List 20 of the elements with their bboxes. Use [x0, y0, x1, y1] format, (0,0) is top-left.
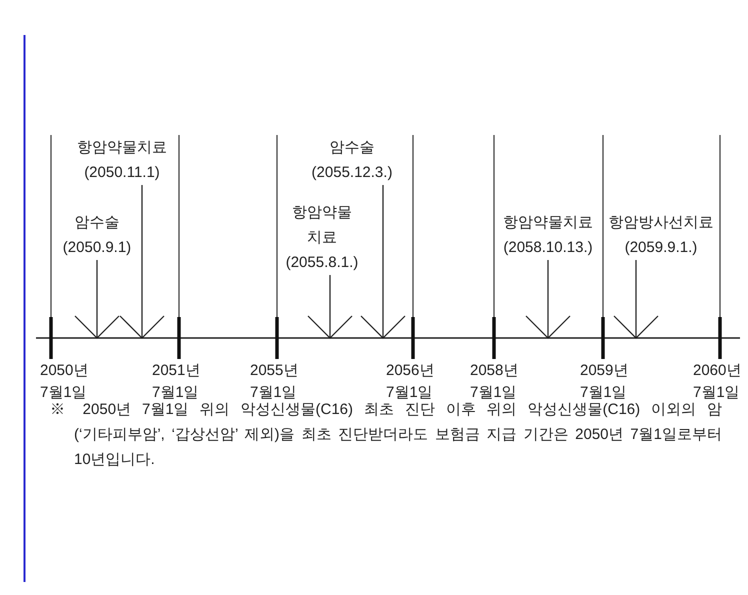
arrow	[74, 260, 120, 339]
arrow	[119, 185, 165, 339]
arrow	[525, 260, 571, 339]
event-label: 암수술 (2055.12.3.)	[297, 135, 407, 185]
arrow	[307, 275, 353, 339]
arrow	[613, 260, 659, 339]
event-label: 항암약물치료 (2050.11.1)	[67, 135, 177, 185]
footnote: ※ 2050년 7월1일 위의 악성신생물(C16) 최초 진단 이후 위의 악성신생물(C16) 이외의 암(‘기타피부암’, ‘갑상선암’ 제외)을 최초 진단받더라도 보험금 지급 기간은 2050년 7월1일로부터 10년입니다.	[50, 400, 722, 470]
date-label: 2051년 7월1일	[152, 361, 202, 402]
date-label: 2056년 7월1일	[386, 361, 436, 402]
date-label: 2059년 7월1일	[580, 361, 630, 402]
date-label: 2058년 7월1일	[470, 361, 520, 402]
event-label: 항암방사선치료 (2059.9.1.)	[606, 210, 716, 260]
event-label: 항암약물 치료 (2055.8.1.)	[282, 200, 362, 275]
date-label: 2050년 7월1일	[40, 361, 90, 402]
date-label: 2055년 7월1일	[250, 361, 300, 402]
arrow	[360, 185, 406, 339]
event-label: 항암약물치료 (2058.10.13.)	[493, 210, 603, 260]
date-label: 2060년 7월1일	[693, 361, 742, 402]
event-label: 암수술 (2050.9.1)	[42, 210, 152, 260]
